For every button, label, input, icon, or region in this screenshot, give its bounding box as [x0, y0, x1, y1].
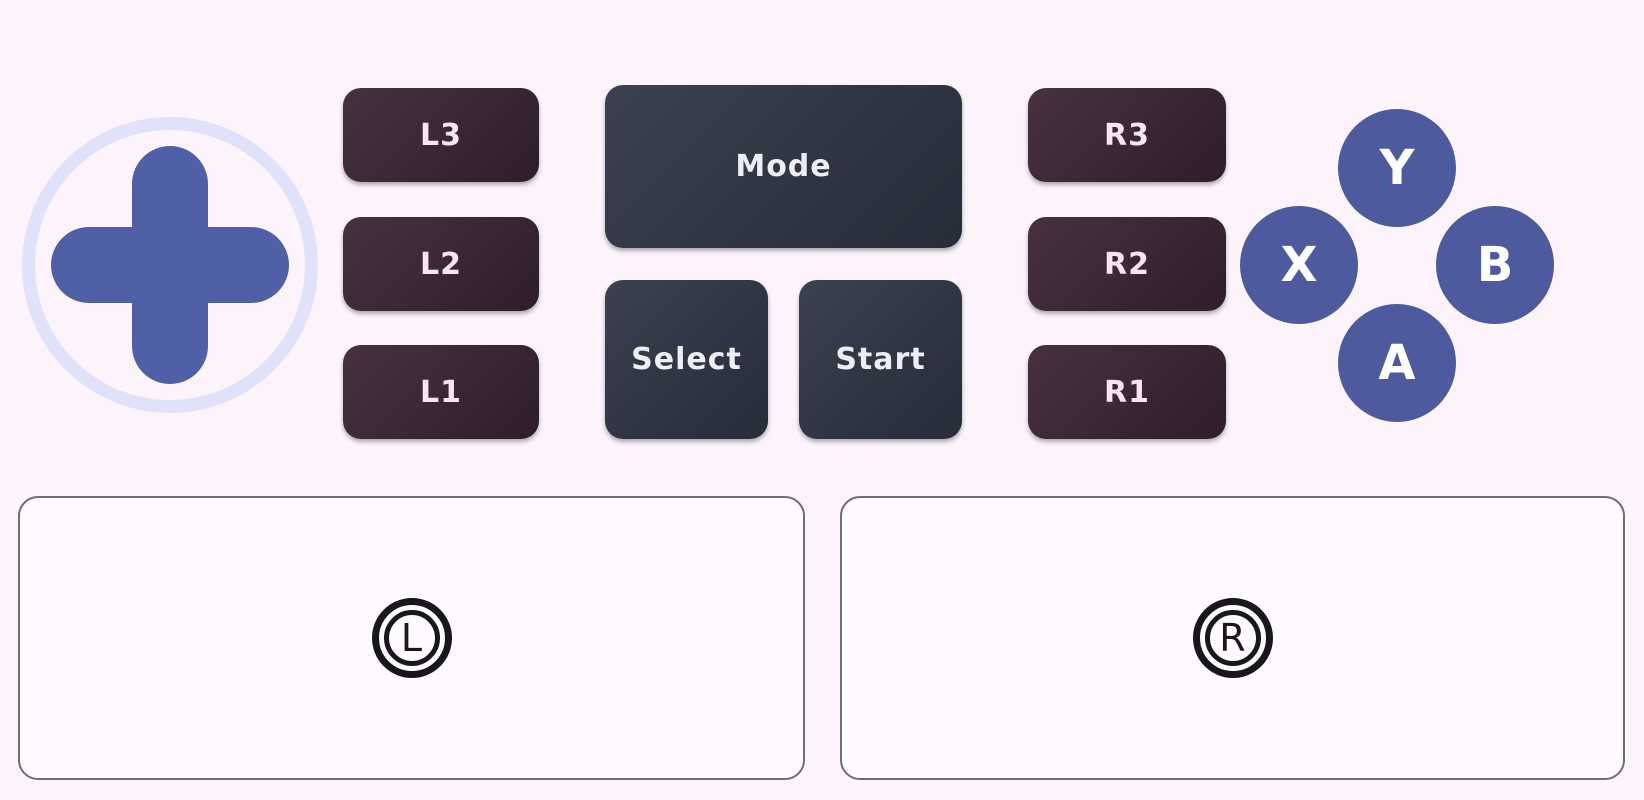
left-stick-area[interactable]: L: [18, 496, 805, 780]
dpad[interactable]: [22, 117, 318, 413]
face-button-y[interactable]: Y: [1338, 109, 1456, 227]
dpad-horizontal-arm[interactable]: [51, 227, 289, 303]
mode-button[interactable]: Mode: [605, 85, 962, 248]
r3-button[interactable]: R3: [1028, 88, 1226, 182]
right-stick-area[interactable]: R: [840, 496, 1625, 780]
l1-button[interactable]: L1: [343, 345, 539, 439]
l2-button[interactable]: L2: [343, 217, 539, 311]
l3-button[interactable]: L3: [343, 88, 539, 182]
face-button-a[interactable]: A: [1338, 304, 1456, 422]
r2-button[interactable]: R2: [1028, 217, 1226, 311]
right-stick-icon-label: R: [1219, 616, 1246, 660]
select-button[interactable]: Select: [605, 280, 768, 439]
left-stick-icon-label: L: [400, 616, 423, 660]
r1-button[interactable]: R1: [1028, 345, 1226, 439]
face-button-b[interactable]: B: [1436, 206, 1554, 324]
start-button[interactable]: Start: [799, 280, 962, 439]
right-stick-icon: R: [1192, 598, 1273, 678]
left-stick-icon: L: [371, 598, 452, 678]
face-button-x[interactable]: X: [1240, 206, 1358, 324]
